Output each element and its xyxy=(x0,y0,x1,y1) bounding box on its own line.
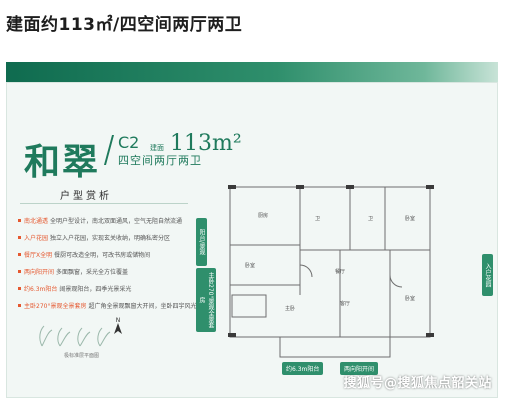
room-label: 卧室 xyxy=(405,295,415,302)
svg-text:N: N xyxy=(116,317,121,324)
room-label: 卫 xyxy=(315,216,320,222)
divider xyxy=(20,203,188,204)
floorplan-card xyxy=(6,82,498,398)
list-item: 两向阳开间多面飘窗，采光全方位覆盖 xyxy=(18,263,196,280)
list-item: 餐厅X全明餐厨可改造全明，可改书房或储物间 xyxy=(18,246,196,263)
feature-text: 独立入户花园，实现玄关收纳，明确私密分区 xyxy=(50,235,171,242)
list-item: 约6.3m阳台阔景观阳台，四季光景采光 xyxy=(18,280,196,297)
list-item: 南北通透全明户型设计，南北双面通风，空气无阻自然流通 xyxy=(18,212,196,229)
bullet-icon xyxy=(18,219,21,222)
room-label: 卫 xyxy=(368,216,373,222)
watermark: 搜狐号@搜狐焦点韶关站 xyxy=(343,376,492,391)
room-label: 厨房 xyxy=(258,212,268,219)
page-title: 建面约113㎡/四空间两厅两卫 xyxy=(6,15,243,35)
unit-name: 和翠 xyxy=(24,141,101,183)
tag-balcony-6m: 约6.3m阳台 xyxy=(282,362,324,375)
room-label: 卧室 xyxy=(245,262,255,269)
bullet-icon xyxy=(18,287,21,290)
plan-caption: 极标准层平面图 xyxy=(64,353,100,359)
tag-master-suite: 主卧270°景观全景套房 xyxy=(196,268,216,332)
room-label: 卧室 xyxy=(405,215,415,222)
unit-code: C2 xyxy=(118,133,140,152)
tag-bedroom-bay: 两向阳开间 xyxy=(340,362,379,375)
bullet-icon xyxy=(18,253,21,256)
feature-key: 餐厅X全明 xyxy=(24,252,53,259)
compass-icon: N xyxy=(114,317,122,334)
decorative-plants-icon xyxy=(39,325,111,347)
room-label: 客厅 xyxy=(340,300,350,307)
bullet-icon xyxy=(18,270,21,273)
bullet-icon xyxy=(18,236,21,239)
feature-text: 餐厨可改造全明，可改书房或储物间 xyxy=(54,252,151,259)
room-label: 主卧 xyxy=(285,305,295,312)
feature-key: 约6.3m阳台 xyxy=(24,286,58,293)
floor-plan: 厨房 卫 餐厅 客厅 主卧 卧室 卧室 卧室 卫 xyxy=(228,185,434,358)
bullet-icon xyxy=(18,304,21,307)
area-value: 113m² xyxy=(170,131,242,156)
tag-entrance-garden: 入户花园 xyxy=(482,254,493,296)
header-banner xyxy=(6,62,498,82)
unit-layout: 四空间两厅两卫 xyxy=(118,154,202,167)
feature-text: 多面飘窗，采光全方位覆盖 xyxy=(56,269,129,276)
feature-text: 阔景观阳台，四季光景采光 xyxy=(59,286,132,293)
feature-key: 两向阳开间 xyxy=(24,269,55,276)
analysis-title: 户型赏析 xyxy=(60,191,112,202)
feature-text: 全明户型设计，南北双面通风，空气无阻自然流通 xyxy=(50,218,183,225)
list-item: 入户花园独立入户花园，实现玄关收纳，明确私密分区 xyxy=(18,229,196,246)
room-label: 餐厅 xyxy=(335,268,345,275)
feature-text: 超广角全景观飘窗大开间，坐卧四宇风光 xyxy=(88,303,197,310)
feature-key: 入户花园 xyxy=(24,235,49,242)
feature-key: 南北通透 xyxy=(24,218,49,225)
feature-list: 南北通透全明户型设计，南北双面通风，空气无阻自然流通 入户花园独立入户花园，实现… xyxy=(18,212,196,314)
area-label: 建面 xyxy=(150,144,164,152)
feature-key: 主卧270°景观全景套房 xyxy=(24,303,87,310)
list-item: 主卧270°景观全景套房超广角全景观飘窗大开间，坐卧四宇风光 xyxy=(18,297,196,314)
tag-balcony-view: 阳台/景观 xyxy=(196,218,207,266)
